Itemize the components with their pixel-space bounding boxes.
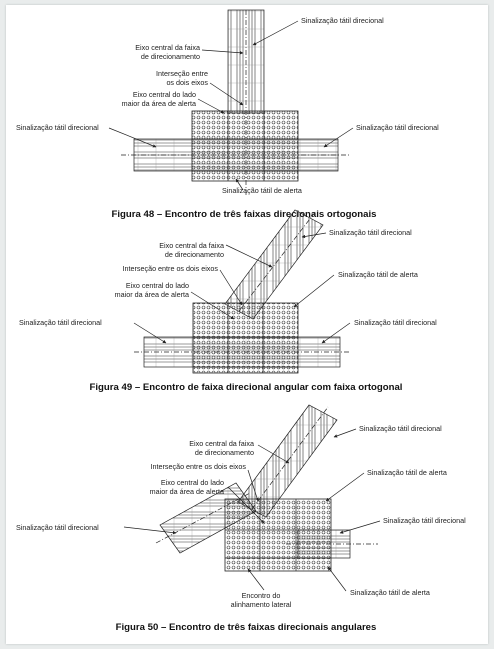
fig50-label-left: Sinalização tátil direcional [16,523,99,532]
fig50-label-alert-axis-1: Eixo central do lado [161,478,224,487]
diagram-canvas: Sinalização tátil direcional Eixo centra… [16,9,466,633]
fig50-label-top-right: Sinalização tátil direcional [359,424,442,433]
fig48-label-left: Sinalização tátil direcional [16,123,99,132]
fig49-label-left: Sinalização tátil direcional [19,318,102,327]
fig50-label-axis-central-1: Eixo central da faixa [189,439,254,448]
fig50-label-axis-central-2: de direcionamento [195,448,254,457]
fig48-label-right: Sinalização tátil direcional [356,123,439,132]
fig49-label-top-right: Sinalização tátil direcional [329,228,412,237]
fig48-label-alert-axis-1: Eixo central do lado [133,90,196,99]
fig49-caption: Figura 49 – Encontro de faixa direcional… [90,382,403,393]
fig48-label-alert-axis-2: maior da área de alerta [122,99,196,108]
fig50-alert-area [224,498,332,572]
fig49-label-alert-axis-1: Eixo central do lado [126,281,189,290]
fig48-label-intersection-2: os dois eixos [166,78,208,87]
fig49-label-axis-central-2: de direcionamento [165,250,224,259]
fig49-label-alert-axis-2: maior da área de alerta [115,290,189,299]
fig49-label-intersection: Interseção entre os dois eixos [123,264,219,273]
fig50-label-alert-axis-2: maior da área de alerta [150,487,224,496]
document-page: Sinalização tátil direcional Eixo centra… [6,5,488,644]
fig49-label-right: Sinalização tátil direcional [354,318,437,327]
fig50-label-right: Sinalização tátil direcional [383,516,466,525]
fig50-label-encounter-2: alinhamento lateral [231,600,292,609]
fig50-label-alert-right: Sinalização tátil de alerta [367,468,447,477]
fig50-label-bottom-right: Sinalização tátil de alerta [350,588,430,597]
fig50-label-encounter-1: Encontro do [242,591,281,600]
figure-48: Sinalização tátil direcional Eixo centra… [16,9,439,220]
fig48-caption: Figura 48 – Encontro de três faixas dire… [112,209,377,220]
fig50-caption: Figura 50 – Encontro de três faixas dire… [116,622,377,633]
fig48-label-intersection-1: Interseção entre [156,69,208,78]
fig49-label-alert-right: Sinalização tátil de alerta [338,270,418,279]
figure-49: Sinalização tátil direcional Eixo centra… [19,209,437,393]
fig49-alert-area [192,302,299,374]
fig48-label-axis-central-2: de direcionamento [141,52,200,61]
fig50-label-intersection: Interseção entre os dois eixos [151,462,247,471]
fig48-label-bottom: Sinalização tátil de alerta [222,186,302,195]
fig48-alert-area [191,110,299,182]
figure-50: Sinalização tátil direcional Eixo centra… [16,404,466,633]
fig49-label-axis-central-1: Eixo central da faixa [159,241,224,250]
fig48-label-axis-central-1: Eixo central da faixa [135,43,200,52]
fig48-label-top-right: Sinalização tátil direcional [301,16,384,25]
